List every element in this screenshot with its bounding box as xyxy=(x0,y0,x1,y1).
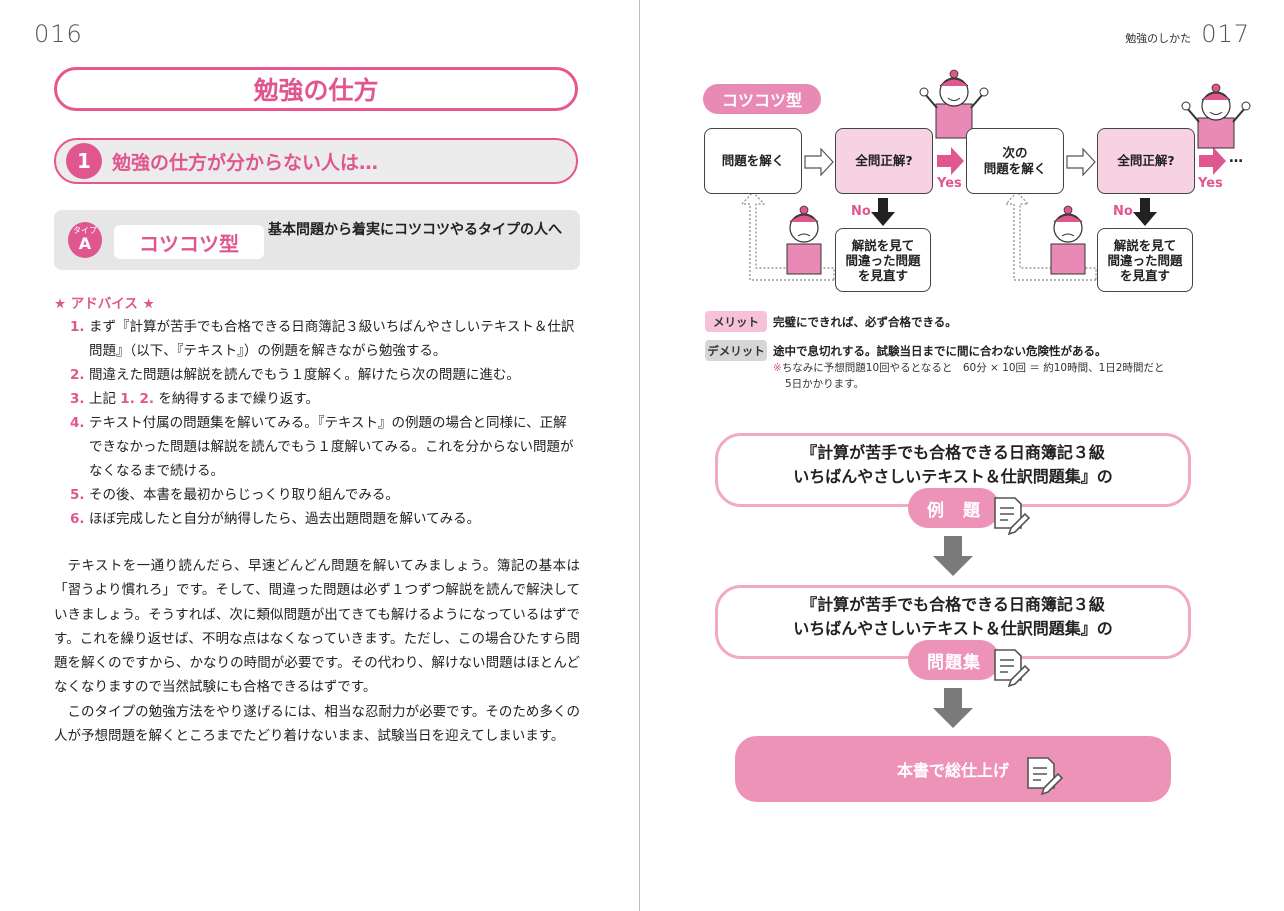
flow-solve-box: 問題を解く xyxy=(704,128,802,194)
advice-item-text: 間違えた問題は解説を読んでもう１度解く。解けたら次の問題に進む。 xyxy=(89,367,520,383)
advice-item-text: まず『計算が苦手でも合格できる日商簿記３級いちばんやさしいテキスト＆仕訳問題』（… xyxy=(89,319,575,359)
note-line: 5日かかります。 xyxy=(785,378,865,390)
advice-item: 2.間違えた問題は解説を読んでもう１度解く。解けたら次の問題に進む。 xyxy=(70,363,580,387)
type-badge-letter: A xyxy=(78,234,92,253)
advice-item-number: 1. xyxy=(70,319,85,335)
advice-heading: ★ アドバイス ★ xyxy=(54,296,155,312)
step-box-line: 『計算が苦手でも合格できる日商簿記３級 xyxy=(801,595,1105,614)
no-arrow-icon xyxy=(871,198,1157,226)
page-number-left: 016 xyxy=(34,20,83,48)
advice-item-text: その後、本書を最初からじっくり取り組んでみる。 xyxy=(89,487,399,503)
yes-label: Yes xyxy=(1198,176,1223,191)
cheering-person-icon xyxy=(1181,83,1251,149)
flow-review-box: 解説を見て 間違った問題 を見直す xyxy=(1097,228,1193,292)
step-box-line: いちばんやさしいテキスト＆仕訳問題集』の xyxy=(793,467,1113,486)
advice-item-number: 2. xyxy=(70,367,85,383)
right-page: 勉強のしかた 017 コツコツ型 xyxy=(641,0,1284,911)
merit-text: 完璧にできれば、必ず合格できる。 xyxy=(773,315,957,329)
merit-label: メリット xyxy=(705,311,767,332)
running-header: 勉強のしかた 017 xyxy=(1125,20,1250,48)
type-badge-caption: タイプ xyxy=(73,226,97,235)
yes-label: Yes xyxy=(937,176,962,191)
frowning-person-icon xyxy=(1050,205,1086,275)
advice-item: 4.テキスト付属の問題集を解いてみる。『テキスト』の例題の場合と同様に、正解でき… xyxy=(70,411,580,483)
frowning-person-icon xyxy=(786,205,822,275)
flow-next-box: 次の 問題を解く xyxy=(966,128,1064,194)
advice-item-text: 上記 1. 2. を納得するまで繰り返す。 xyxy=(89,391,319,407)
final-step-text: 本書で総仕上げ xyxy=(896,761,1009,780)
body-paragraph: テキストを一通り読んだら、早速どんどん問題を解いてみましょう。簿記の基本は「習う… xyxy=(54,558,581,696)
examples-pill: 例 題 xyxy=(908,488,1000,528)
page-number-right: 017 xyxy=(1201,20,1250,48)
advice-item-number: 3. xyxy=(70,391,85,407)
yes-arrow-icon xyxy=(937,147,1226,175)
type-description: 基本問題から着実にコツコツやるタイプの人へ xyxy=(268,222,562,238)
advice-item: 5.その後、本書を最初からじっくり取り組んでみる。 xyxy=(70,483,580,507)
type-badge: タイプ A xyxy=(68,222,102,258)
running-header-title: 勉強のしかた xyxy=(1125,32,1192,45)
advice-highlight: 1. 2. xyxy=(120,391,155,407)
advice-item: 1.まず『計算が苦手でも合格できる日商簿記３級いちばんやさしいテキスト＆仕訳問題… xyxy=(70,315,580,363)
body-text: テキストを一通り読んだら、早速どんどん問題を解いてみましょう。簿記の基本は「習う… xyxy=(54,554,580,748)
section-number-badge: 1 xyxy=(66,143,102,179)
type-label: コツコツ型 xyxy=(114,225,264,259)
section-title: 勉強の仕方が分からない人は… xyxy=(112,151,379,174)
hollow-arrow-icon xyxy=(804,147,1096,177)
step-box-line: 『計算が苦手でも合格できる日商簿記３級 xyxy=(801,443,1105,462)
type-tag: コツコツ型 xyxy=(703,84,821,114)
demerit-text: 途中で息切れする。試験当日までに間に合わない危険性がある。 xyxy=(773,344,1107,358)
note: ※ちなみに予想問題10回やるとなると 60分 × 10回 ＝ 約10時間、1日2… xyxy=(773,360,1164,392)
advice-item: 3.上記 1. 2. を納得するまで繰り返す。 xyxy=(70,387,580,411)
advice-item-number: 4. xyxy=(70,415,85,431)
left-page: 016 勉強の仕方 1 勉強の仕方が分からない人は… タイプ A コツコツ型 基… xyxy=(0,0,640,911)
flow-check-box: 全問正解? xyxy=(835,128,933,194)
section-heading: 1 勉強の仕方が分からない人は… xyxy=(54,138,578,184)
type-panel: タイプ A コツコツ型 基本問題から着実にコツコツやるタイプの人へ xyxy=(54,210,580,270)
advice-item-number: 6. xyxy=(70,511,85,527)
final-step-box: 本書で総仕上げ xyxy=(735,736,1171,802)
step-box-line: いちばんやさしいテキスト＆仕訳問題集』の xyxy=(793,619,1113,638)
note-mark: ※ xyxy=(773,362,782,374)
continuation-mark: … xyxy=(1229,150,1243,166)
problemset-pill: 問題集 xyxy=(908,640,1000,680)
chapter-title: 勉強の仕方 xyxy=(54,67,578,111)
no-label: No xyxy=(1113,204,1133,219)
demerit-label: デメリット xyxy=(705,340,767,361)
flow-check-box: 全問正解? xyxy=(1097,128,1195,194)
advice-item-text: ほぼ完成したと自分が納得したら、過去出題問題を解いてみる。 xyxy=(89,511,481,527)
advice-item: 6.ほぼ完成したと自分が納得したら、過去出題問題を解いてみる。 xyxy=(70,507,580,531)
no-label: No xyxy=(851,204,871,219)
body-paragraph: このタイプの勉強方法をやり遂げるには、相当な忍耐力が必要です。そのため多くの人が… xyxy=(54,703,580,745)
advice-item-number: 5. xyxy=(70,487,85,503)
advice-item-text: テキスト付属の問題集を解いてみる。『テキスト』の例題の場合と同様に、正解できなか… xyxy=(89,415,574,479)
advice-list: 1.まず『計算が苦手でも合格できる日商簿記３級いちばんやさしいテキスト＆仕訳問題… xyxy=(70,315,580,531)
flow-review-box: 解説を見て 間違った問題 を見直す xyxy=(835,228,931,292)
note-line: ちなみに予想問題10回やるとなると 60分 × 10回 ＝ 約10時間、1日2時… xyxy=(781,362,1165,374)
